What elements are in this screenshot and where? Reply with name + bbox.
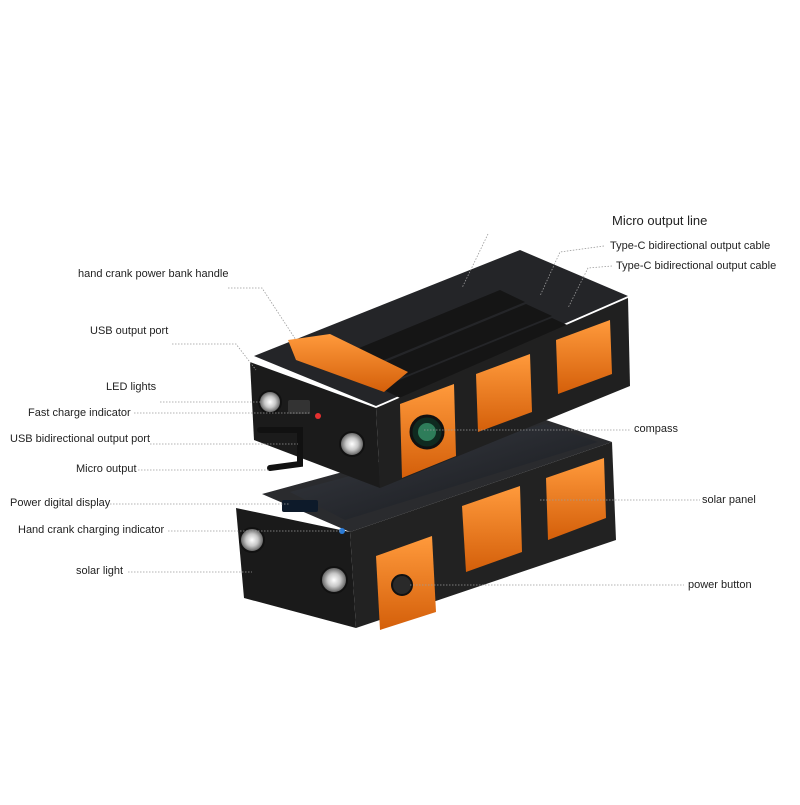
label-power-button: power button bbox=[688, 579, 752, 591]
label-hand-crank-indicator: Hand crank charging indicator bbox=[18, 524, 165, 536]
solar-panel-surface bbox=[290, 424, 598, 520]
label-typec-cable-1: Type-C bidirectional output cable bbox=[610, 240, 771, 252]
label-micro-output: Micro output bbox=[76, 463, 137, 475]
label-crank-handle: hand crank power bank handle bbox=[78, 268, 229, 280]
led-light bbox=[258, 390, 282, 414]
label-led-lights: LED lights bbox=[106, 381, 157, 393]
usb-port bbox=[288, 400, 310, 414]
bumper bbox=[546, 458, 606, 540]
label-micro-output-line: Micro output line bbox=[612, 213, 708, 228]
digital-display bbox=[282, 500, 318, 512]
crank-handle bbox=[288, 334, 408, 392]
bumper bbox=[476, 354, 532, 432]
fast-charge-led bbox=[315, 413, 321, 419]
power-button-icon bbox=[391, 574, 413, 596]
label-typec-cable-2: Type-C bidirectional output cable bbox=[616, 260, 777, 272]
label-solar-light: solar light bbox=[76, 565, 124, 577]
label-compass: compass bbox=[634, 423, 679, 435]
solar-light-led bbox=[239, 527, 265, 553]
leader-lines bbox=[110, 233, 700, 586]
label-fast-charge-indicator: Fast charge indicator bbox=[28, 407, 131, 419]
bottom-power-bank bbox=[236, 418, 616, 630]
led-light bbox=[339, 431, 365, 457]
label-usb-bidirectional-port: USB bidirectional output port bbox=[10, 433, 151, 445]
label-solar-panel: solar panel bbox=[702, 494, 756, 506]
label-usb-output-port: USB output port bbox=[90, 325, 169, 337]
label-power-digital-display: Power digital display bbox=[10, 497, 111, 509]
bumper bbox=[556, 320, 612, 394]
indicator-led bbox=[339, 528, 345, 534]
top-power-bank bbox=[250, 250, 630, 488]
bumper bbox=[462, 486, 522, 572]
solar-light-led bbox=[320, 566, 348, 594]
